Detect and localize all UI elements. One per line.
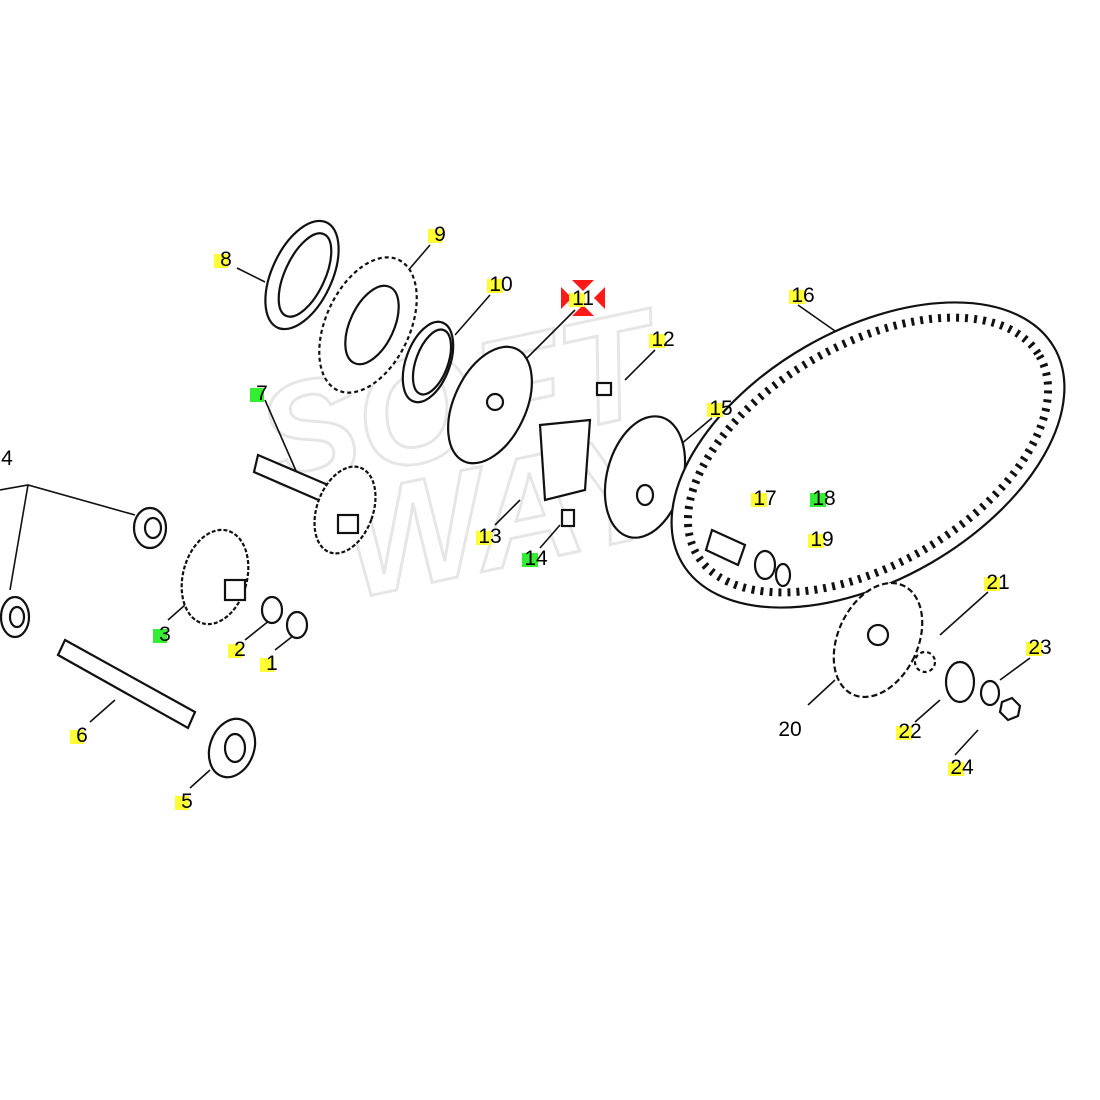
callout-highlight: [948, 762, 964, 776]
callout-8: 8: [214, 248, 232, 271]
callout-highlight: [487, 279, 503, 293]
callout-highlight: [896, 726, 912, 740]
callout-number: 4: [1, 447, 13, 470]
callout-23: 23: [1026, 636, 1052, 659]
callout-highlight: [214, 254, 228, 268]
callout-2: 2: [228, 638, 246, 661]
callout-9: 9: [428, 223, 446, 246]
callout-19: 19: [808, 528, 834, 551]
callout-number: 10: [489, 273, 512, 296]
part-2-washer: [260, 595, 284, 625]
callout-highlight: [70, 730, 84, 744]
part-14-roller: [560, 508, 576, 528]
callout-14: 14: [522, 547, 548, 570]
callout-6: 6: [70, 724, 88, 747]
callout-number: 12: [651, 328, 674, 351]
callout-number: 13: [478, 525, 501, 548]
callout-highlight: [789, 290, 805, 304]
callout-21: 21: [984, 571, 1010, 594]
callout-10: 10: [487, 273, 513, 296]
callout-number: 22: [898, 720, 921, 743]
callout-number: 24: [950, 756, 974, 779]
callout-17: 17: [751, 487, 777, 510]
callout-highlight: [707, 403, 723, 417]
callout-number: 14: [524, 547, 548, 570]
callout-highlight: [810, 493, 826, 507]
callout-highlight: [1026, 642, 1042, 656]
callout-highlight: [476, 531, 492, 545]
part-4-bearing-upper: [132, 506, 168, 550]
part-18-ring: [753, 549, 777, 581]
callout-highlight: [751, 493, 767, 507]
callout-highlight: [569, 293, 585, 307]
callout-highlight: [175, 796, 189, 810]
callout-highlight: [228, 644, 242, 658]
part-7-shaft-gear: [252, 453, 377, 555]
callout-highlight: [153, 629, 167, 643]
part-13-ramp-plate: [538, 418, 592, 502]
part-3-gear: [180, 528, 250, 626]
callout-number: 23: [1028, 636, 1051, 659]
callout-15: 15: [707, 397, 733, 420]
callout-number: 5: [181, 790, 193, 813]
part-21-starter-gear: [913, 650, 937, 674]
callout-highlight: [260, 658, 274, 672]
callout-highlight: [649, 334, 665, 348]
callout-highlight: [428, 229, 442, 243]
part-8-seal: [264, 219, 340, 331]
callout-highlight: [522, 553, 538, 567]
callout-number: 19: [810, 528, 833, 551]
callout-16: 16: [789, 284, 815, 307]
callout-number: 2: [234, 638, 246, 661]
callout-number: 15: [709, 397, 732, 420]
callout-number: 6: [76, 724, 88, 747]
part-4-bearing-lower: [0, 595, 31, 639]
callout-22: 22: [896, 720, 922, 743]
part-10-clutch-ring: [401, 320, 455, 404]
callout-11: 11: [569, 287, 594, 310]
callout-4: 4: [1, 447, 13, 470]
callout-number: 8: [220, 248, 232, 271]
part-1-washer: [285, 610, 309, 640]
callout-number: 7: [256, 382, 268, 405]
part-19-ring: [774, 562, 792, 588]
part-24-nut: [998, 696, 1022, 722]
callout-24: 24: [948, 756, 974, 779]
part-20-fan-pulley: [832, 581, 924, 699]
part-9-sprocket: [318, 256, 418, 394]
part-11-red-marker: [561, 280, 605, 316]
callout-number: 3: [159, 623, 171, 646]
callout-12: 12: [649, 328, 675, 351]
part-17-bushing: [704, 528, 747, 567]
callout-3: 3: [153, 623, 171, 646]
callout-number: 20: [778, 718, 801, 741]
part-6-main-shaft: [56, 638, 197, 730]
callout-13: 13: [476, 525, 502, 548]
part-5-bearing: [207, 717, 257, 779]
callout-5: 5: [175, 790, 193, 813]
part-12-slider: [595, 381, 613, 397]
callout-7: 7: [250, 382, 268, 405]
callout-number: 21: [986, 571, 1009, 594]
part-22-washer: [944, 660, 976, 704]
callout-number: 17: [753, 487, 776, 510]
callout-number: 18: [812, 487, 835, 510]
callout-20: 20: [778, 718, 801, 741]
part-11-plate: [447, 345, 533, 465]
callout-highlight: [808, 534, 824, 548]
callout-highlight: [984, 577, 1000, 591]
part-16-drive-belt: [670, 301, 1066, 609]
callout-highlight: [250, 388, 264, 402]
callout-number: 16: [791, 284, 814, 307]
callout-number: 11: [572, 287, 594, 310]
callout-number: 9: [434, 223, 446, 246]
callout-1: 1: [260, 652, 278, 675]
callout-18: 18: [810, 487, 836, 510]
part-23-washer: [979, 679, 1001, 707]
callout-number: 1: [266, 652, 278, 675]
